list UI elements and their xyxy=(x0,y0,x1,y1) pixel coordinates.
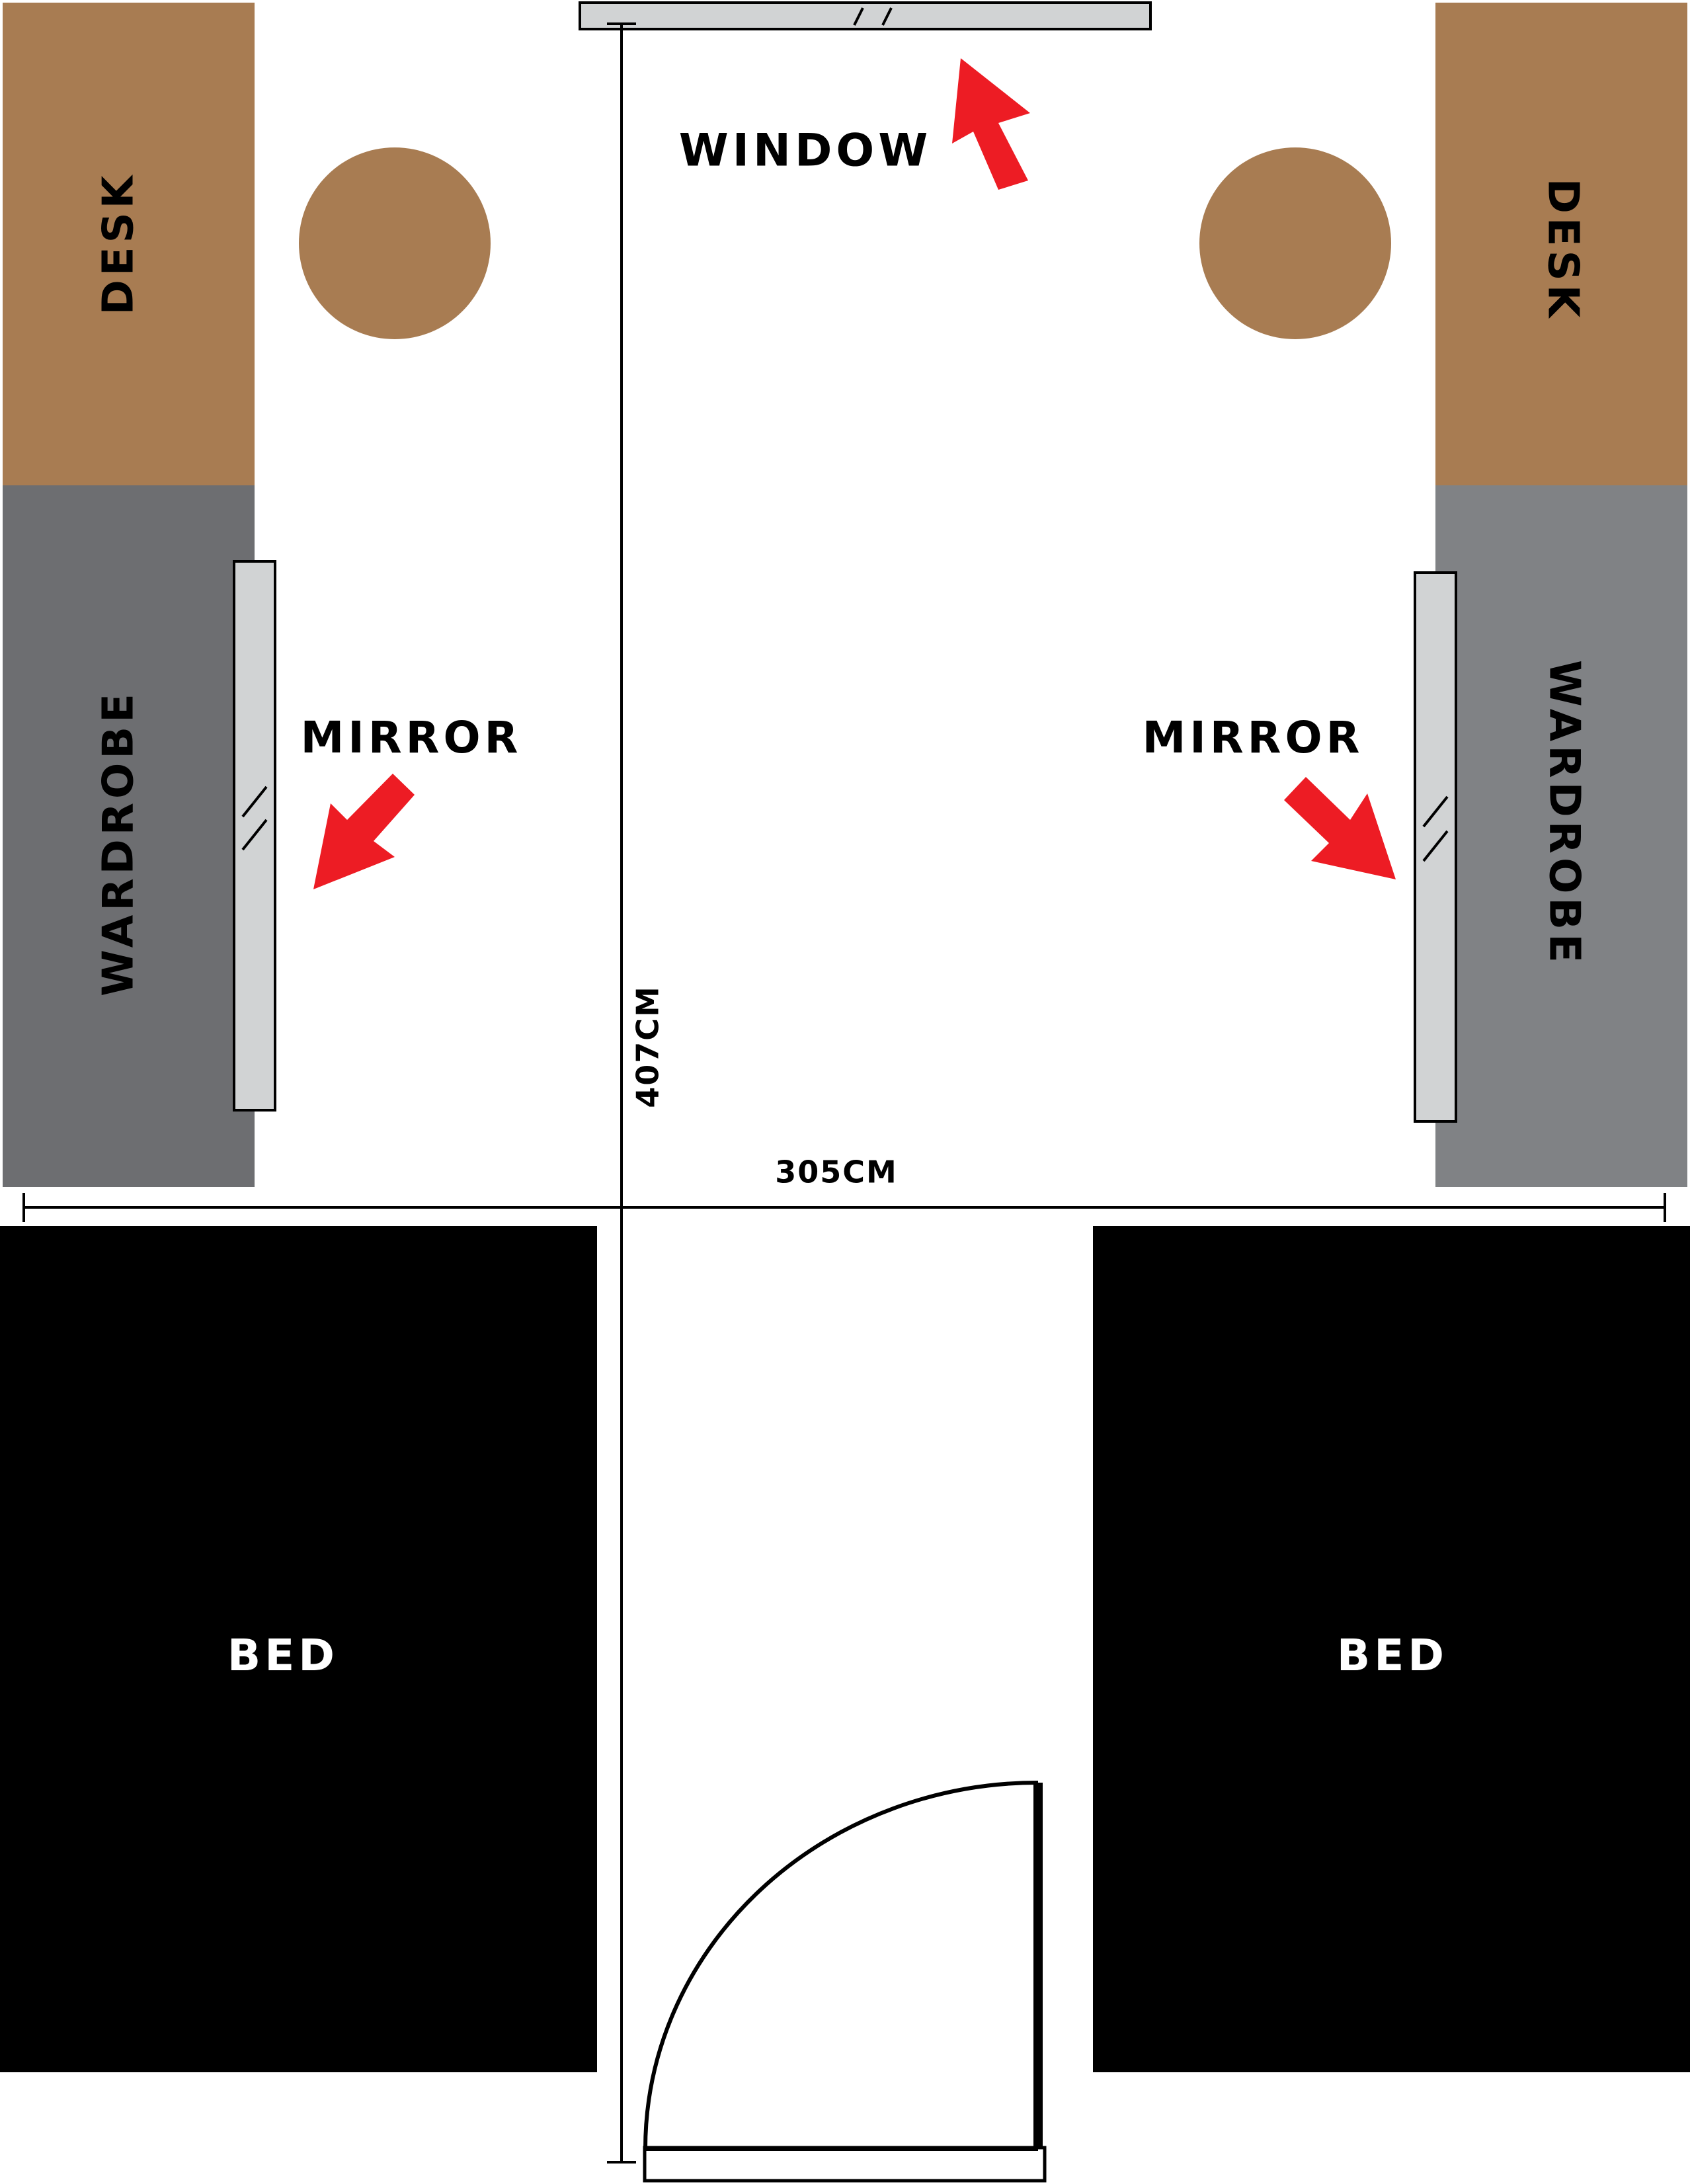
stool-right xyxy=(1199,147,1391,339)
window-callout-label: WINDOW xyxy=(679,125,932,177)
bed-right-body xyxy=(1093,1226,1690,2072)
window-arrow-icon xyxy=(952,58,1030,190)
mirror-left xyxy=(233,560,276,1112)
width-dimension: 305CM xyxy=(22,1154,1666,1222)
desk-right: DESK xyxy=(1435,3,1687,485)
window-callout: WINDOW xyxy=(679,58,1030,190)
wardrobe-left-body xyxy=(3,485,255,1187)
wardrobe-left-label: WARDROBE xyxy=(95,690,143,996)
bed-left-label: BED xyxy=(227,1630,339,1681)
desk-left-label: DESK xyxy=(95,172,143,315)
mirror-left-arrow-icon xyxy=(313,774,415,889)
wardrobe-right-label: WARDROBE xyxy=(1539,660,1588,967)
door-swing-arc xyxy=(643,1781,1039,2151)
window xyxy=(579,1,1152,30)
desk-left: DESK xyxy=(3,3,255,485)
bed-right-label: BED xyxy=(1337,1630,1448,1681)
mirror-glass-mark xyxy=(1422,830,1449,862)
door xyxy=(643,1781,1047,2183)
mirror-glass-mark xyxy=(241,819,268,851)
window-pane xyxy=(579,1,1152,30)
mirror-glass-mark xyxy=(1422,795,1449,828)
mirror-right-callout-label: MIRROR xyxy=(1143,712,1364,763)
desk-right-label: DESK xyxy=(1538,179,1587,322)
wardrobe-left: WARDROBE xyxy=(3,485,255,1187)
wardrobe-right-body xyxy=(1435,485,1687,1187)
bed-left-body xyxy=(0,1226,597,2072)
wardrobe-right: WARDROBE xyxy=(1435,485,1687,1187)
window-glass-mark xyxy=(853,7,864,26)
mirror-left-callout-label: MIRROR xyxy=(301,712,522,763)
desk-left-surface xyxy=(3,3,255,485)
width-dimension-label: 305CM xyxy=(775,1154,898,1190)
door-threshold xyxy=(643,2146,1047,2183)
bed-left: BED xyxy=(0,1226,597,2072)
mirror-left-callout: MIRROR xyxy=(301,712,522,889)
mirror-right-arrow-icon xyxy=(1284,777,1396,879)
desk-right-surface xyxy=(1435,3,1687,485)
stool-left xyxy=(299,147,491,339)
bed-right: BED xyxy=(1093,1226,1690,2072)
window-glass-mark xyxy=(881,7,893,26)
mirror-right-callout: MIRROR xyxy=(1143,712,1396,879)
height-dimension: 407CM xyxy=(607,22,666,2164)
mirror-glass-mark xyxy=(241,786,268,818)
height-dimension-label: 407CM xyxy=(630,985,666,1108)
mirror-right xyxy=(1414,571,1457,1123)
